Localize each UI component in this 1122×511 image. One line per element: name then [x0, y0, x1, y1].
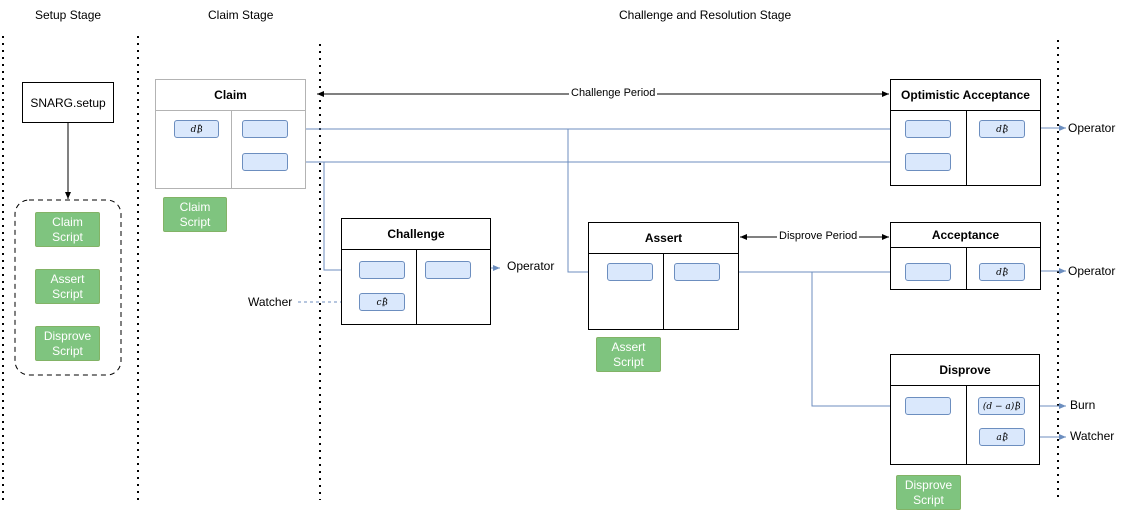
acceptance-operator-label: Operator: [1068, 264, 1116, 278]
disprove-script: Disprove Script: [896, 475, 961, 510]
assert-input: [607, 263, 653, 281]
setup-claim-script-label: Claim Script: [52, 214, 83, 244]
assert-script: Assert Script: [596, 337, 661, 372]
assert-divider: [663, 253, 664, 329]
disprove-divider: [966, 385, 967, 464]
claim-script-label: Claim Script: [179, 199, 211, 229]
optimistic-acceptance-input-2: [905, 153, 951, 171]
challenge-title: Challenge: [342, 219, 490, 250]
disprove-script-label: Disprove Script: [904, 477, 953, 507]
assert-title: Assert: [589, 223, 738, 254]
assert-output: [674, 263, 720, 281]
disprove-input: [905, 397, 951, 415]
disprove-burn-label: Burn: [1070, 398, 1096, 412]
challenge-watcher-label: Watcher: [248, 295, 293, 309]
challenge-input-amount: c₿: [359, 293, 405, 311]
disprove-title: Disprove: [891, 355, 1039, 386]
optimistic-acceptance-output-amount: d₿: [979, 120, 1025, 138]
setup-assert-script: Assert Script: [35, 269, 100, 304]
disprove-period-label: Disprove Period: [777, 230, 860, 242]
challenge-input-1: [359, 261, 405, 279]
optimistic-acceptance-divider: [966, 110, 967, 185]
snarg-setup-label: SNARG.setup: [30, 95, 106, 110]
acceptance-output-amount: d₿: [979, 263, 1025, 281]
challenge-divider: [416, 249, 417, 324]
disprove-watcher-label: Watcher: [1070, 429, 1115, 443]
stage-title-challenge-resolution: Challenge and Resolution Stage: [619, 8, 792, 22]
claim-script: Claim Script: [163, 197, 227, 232]
stage-title-setup: Setup Stage: [35, 8, 102, 22]
acceptance-input: [905, 263, 951, 281]
assert-script-label: Assert Script: [611, 339, 646, 369]
setup-disprove-script: Disprove Script: [35, 326, 100, 361]
setup-disprove-script-label: Disprove Script: [43, 328, 92, 358]
snarg-setup-box: SNARG.setup: [22, 82, 114, 123]
connector-assert-to-disprove: [811, 272, 905, 409]
disprove-watcher-output-amount: a₿: [979, 428, 1025, 446]
setup-assert-script-label: Assert Script: [50, 271, 85, 301]
challenge-operator-label: Operator: [507, 259, 555, 273]
claim-output-2: [242, 153, 288, 171]
setup-claim-script: Claim Script: [35, 212, 100, 247]
optimistic-acceptance-input-1: [905, 120, 951, 138]
optimistic-acceptance-operator-label: Operator: [1068, 121, 1116, 135]
acceptance-title: Acceptance: [891, 223, 1040, 248]
acceptance-divider: [966, 247, 967, 289]
claim-divider: [231, 110, 232, 188]
claim-input-amount: d₿: [174, 120, 219, 138]
setup-scripts-group: [14, 199, 122, 376]
optimistic-acceptance-title: Optimistic Acceptance: [891, 80, 1040, 111]
stage-title-claim: Claim Stage: [208, 8, 274, 22]
claim-output-1: [242, 120, 288, 138]
challenge-period-label: Challenge Period: [569, 87, 658, 99]
claim-title: Claim: [156, 80, 305, 111]
disprove-burn-output-amount: (d − a)₿: [978, 397, 1025, 415]
challenge-output: [425, 261, 471, 279]
